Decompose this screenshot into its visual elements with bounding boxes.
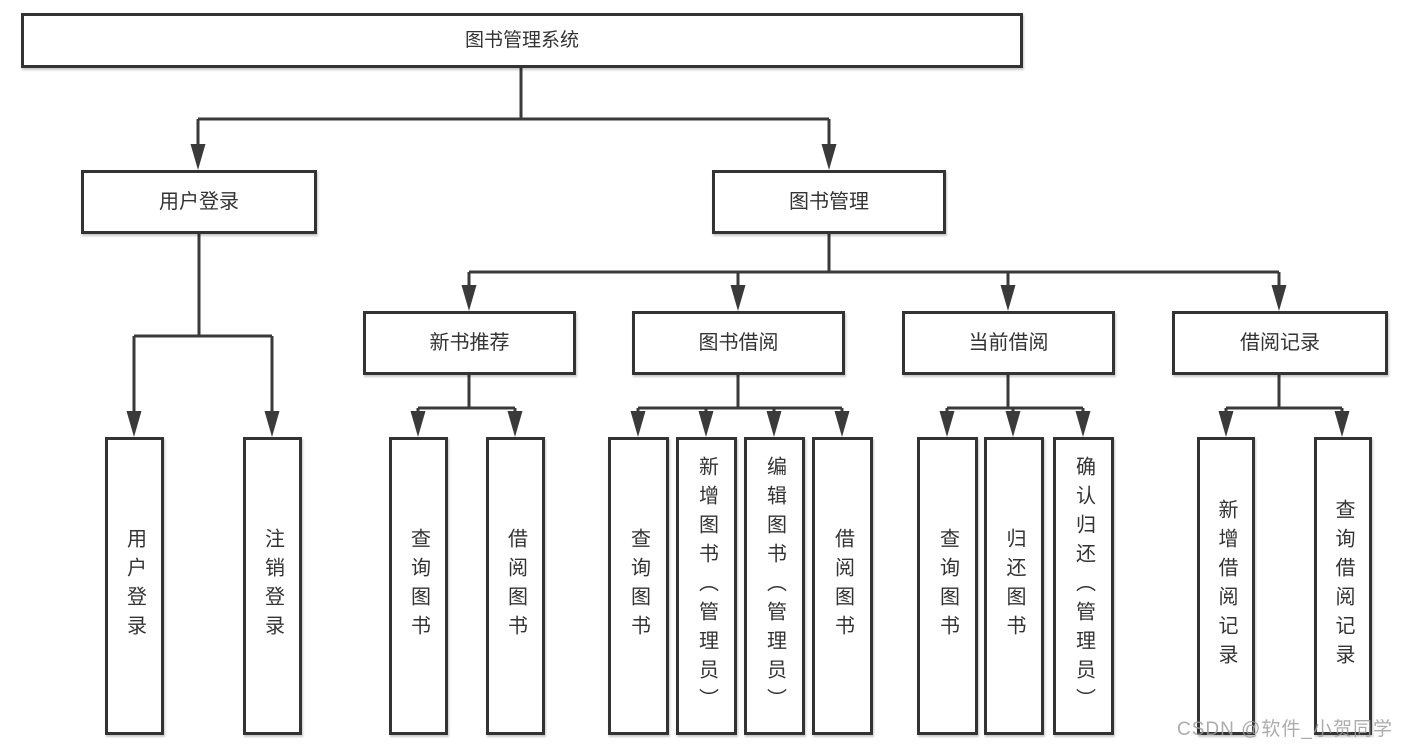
arrow-down-icon [834, 411, 850, 437]
leaf-query-borrow-record: 查询借阅记录 [1314, 437, 1372, 735]
leaf-logout: 注销登录 [243, 437, 302, 735]
arrow-down-icon [1334, 411, 1350, 437]
node-borrowing-records: 借阅记录 [1172, 311, 1388, 375]
arrow-down-icon [821, 144, 837, 170]
arrow-down-icon [630, 411, 646, 437]
leaf-borrow-books: 借阅图书 [812, 437, 873, 735]
arrow-down-icon [1271, 285, 1287, 311]
leaf-add-borrow-record: 新增借阅记录 [1197, 437, 1255, 735]
node-library-system: 图书管理系统 [21, 13, 1023, 68]
leaf-confirm-return-admin: 确认归还（管理员） [1053, 437, 1114, 735]
leaf-query-books: 查询图书 [917, 437, 978, 735]
node-user-login: 用户登录 [81, 170, 317, 234]
arrow-down-icon [410, 411, 426, 437]
leaf-query-books: 查询图书 [389, 437, 448, 735]
arrow-down-icon [190, 144, 206, 170]
arrow-down-icon [698, 411, 714, 437]
node-current-borrowing: 当前借阅 [902, 311, 1115, 375]
arrow-down-icon [939, 411, 955, 437]
arrow-down-icon [264, 411, 280, 437]
arrow-down-icon [507, 411, 523, 437]
arrow-down-icon [126, 411, 142, 437]
leaf-borrow-books: 借阅图书 [486, 437, 545, 735]
leaf-query-books: 查询图书 [608, 437, 669, 735]
arrow-down-icon [730, 285, 746, 311]
arrow-down-icon [1075, 411, 1091, 437]
leaf-edit-books-admin: 编辑图书（管理员） [744, 437, 805, 735]
leaf-return-books: 归还图书 [984, 437, 1044, 735]
arrow-down-icon [461, 285, 477, 311]
node-book-management: 图书管理 [712, 170, 946, 234]
csdn-watermark: CSDN @软件_小贺同学 [1177, 719, 1393, 740]
arrow-down-icon [766, 411, 782, 437]
arrow-down-icon [1005, 411, 1021, 437]
node-book-borrowing: 图书借阅 [632, 311, 845, 375]
arrow-down-icon [1218, 411, 1234, 437]
leaf-user-login: 用户登录 [105, 437, 164, 735]
leaf-add-books-admin: 新增图书（管理员） [676, 437, 737, 735]
arrow-down-icon [1000, 285, 1016, 311]
arrowhead-icons [126, 144, 1350, 437]
node-new-book-recommendation: 新书推荐 [363, 311, 576, 375]
